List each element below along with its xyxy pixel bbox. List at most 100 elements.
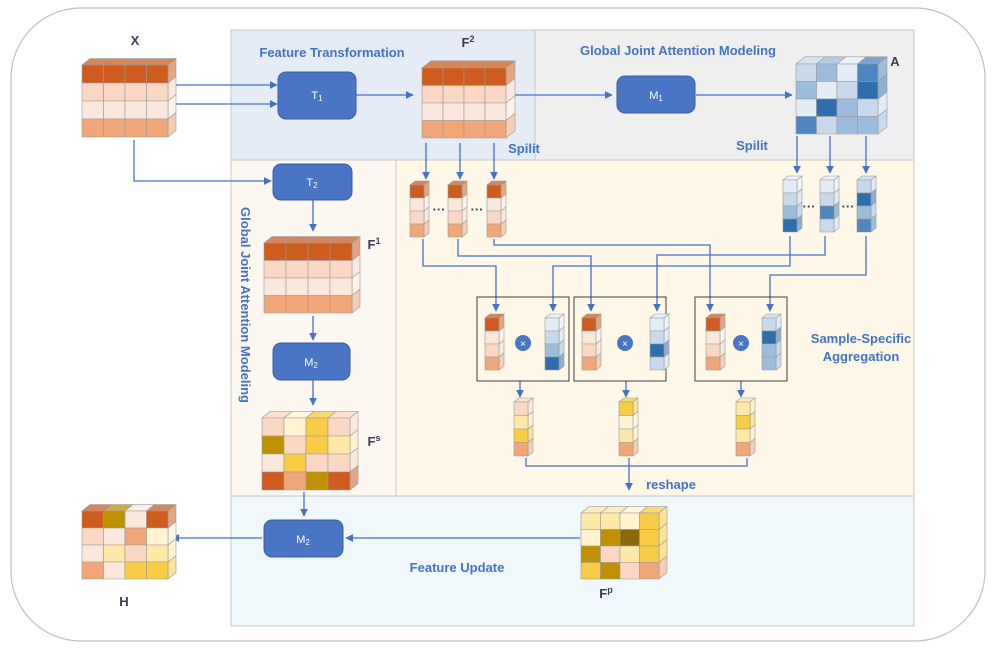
- tensor-fp-cell: [639, 545, 660, 563]
- tensor-h-cell: [146, 561, 169, 580]
- tensor-h-cell: [81, 544, 104, 563]
- out-col-2-cell: [618, 442, 634, 457]
- agg3-blue-cell: [761, 330, 777, 345]
- tensor-f2-cell: [421, 67, 444, 86]
- tensor-h-cell: [124, 544, 147, 563]
- module-t2: T2: [272, 163, 353, 201]
- split-col-o3-cell: [486, 197, 502, 212]
- tensor-h-cell: [124, 561, 147, 580]
- agg2-blue-cell: [649, 356, 665, 371]
- split-col-b1-cell: [782, 179, 798, 194]
- split-col-b1-cell: [782, 192, 798, 207]
- svg-text:T1: T1: [311, 90, 323, 103]
- agg3-blue-cell: [761, 356, 777, 371]
- tensor-x-cell: [124, 100, 147, 120]
- out-col-3-cell: [735, 415, 751, 430]
- split-col-o3-cell: [486, 223, 502, 238]
- tensor-a-cell: [816, 81, 838, 100]
- tensor-fp-cell: [580, 529, 601, 547]
- svg-text:M1: M1: [649, 90, 663, 103]
- agg2-blue-cell: [649, 343, 665, 358]
- tensor-f1-label: F1: [368, 236, 381, 252]
- tensor-a-cell: [795, 81, 817, 100]
- tensor-fp-cell: [580, 562, 601, 580]
- tensor-fp-sup: p: [607, 585, 613, 595]
- tensor-fp-cell: [600, 529, 621, 547]
- multiply-symbol-1: ×: [520, 339, 526, 350]
- split-col-b3-cell: [856, 192, 872, 207]
- ellipsis-4: ···: [842, 199, 855, 214]
- split-left-label: Spilit: [508, 141, 540, 156]
- tensor-f1-cell: [329, 277, 353, 296]
- tensor-f2-cell: [484, 120, 507, 139]
- aggregation-group-3: [694, 296, 788, 382]
- tensor-f1-cell: [285, 242, 309, 261]
- sample-specific-title-line1: Sample-Specific: [811, 331, 911, 346]
- global-attention-top-title: Global Joint Attention Modeling: [580, 43, 776, 58]
- tensor-h-cell: [124, 510, 147, 529]
- module-m2-side: M2: [272, 342, 351, 381]
- tensor-x-cell: [146, 64, 169, 84]
- tensor-a-cell: [857, 81, 879, 100]
- agg1-orange-cell: [484, 330, 500, 345]
- svg-text:M2: M2: [296, 534, 310, 547]
- tensor-fp-label: Fp: [599, 585, 613, 601]
- split-col-b1-cell: [782, 205, 798, 220]
- multiply-2: ×: [617, 335, 633, 351]
- out-col-2-cell: [618, 415, 634, 430]
- tensor-fp-cell: [619, 512, 640, 530]
- tensor-fs-cell: [261, 417, 285, 437]
- tensor-f1-cell: [307, 242, 331, 261]
- agg1-blue-cell: [544, 330, 560, 345]
- tensor-f1-cell: [329, 260, 353, 279]
- tensor-a-cell: [836, 98, 858, 117]
- agg2-orange-cell: [581, 343, 597, 358]
- tensor-f2-cell: [484, 85, 507, 104]
- tensor-fs-cell: [283, 417, 307, 437]
- agg3-blue-cell: [761, 317, 777, 332]
- tensor-fp-cell: [639, 529, 660, 547]
- tensor-fs-cell: [283, 453, 307, 473]
- tensor-a-cell: [836, 63, 858, 82]
- ellipsis-2: ···: [471, 202, 484, 217]
- tensor-a-cell: [795, 63, 817, 82]
- feature-transformation-title: Feature Transformation: [259, 45, 404, 60]
- tensor-f1-cell: [307, 277, 331, 296]
- tensor-h-cell: [81, 527, 104, 546]
- tensor-fs-cell: [261, 435, 285, 455]
- tensor-a-cell: [836, 81, 858, 100]
- split-col-o3-cell: [486, 210, 502, 225]
- agg2-orange-cell: [581, 356, 597, 371]
- split-col-o3-cell: [486, 184, 502, 199]
- tensor-a-cell: [816, 98, 838, 117]
- tensor-f2-cell: [442, 67, 465, 86]
- module-m1-sub: 1: [658, 94, 663, 103]
- tensor-h-cell: [124, 527, 147, 546]
- tensor-fs-base: F: [368, 434, 376, 449]
- ellipsis-1: ···: [433, 202, 446, 217]
- tensor-h-cell: [81, 561, 104, 580]
- agg1-blue-cell: [544, 356, 560, 371]
- tensor-fs-label: Fs: [368, 433, 381, 449]
- multiply-1: ×: [515, 335, 531, 351]
- tensor-f2-cell: [484, 102, 507, 121]
- agg3-blue-cell: [761, 343, 777, 358]
- feature-update-title: Feature Update: [410, 560, 505, 575]
- out-col-1-cell: [513, 415, 529, 430]
- module-m1: M1: [616, 75, 696, 114]
- split-col-b3-cell: [856, 179, 872, 194]
- tensor-f1-cell: [285, 260, 309, 279]
- module-m2-side-sub: 2: [313, 361, 318, 370]
- tensor-fs-cell: [327, 417, 351, 437]
- split-col-b2-cell: [819, 205, 835, 220]
- tensor-fp-cell: [619, 529, 640, 547]
- agg1-orange-cell: [484, 317, 500, 332]
- tensor-f1-cell: [263, 295, 287, 314]
- tensor-a-cell: [857, 63, 879, 82]
- tensor-fp-cell: [600, 512, 621, 530]
- reshape-label: reshape: [646, 477, 696, 492]
- tensor-a-cell: [857, 116, 879, 135]
- tensor-fs-cell: [283, 435, 307, 455]
- tensor-fp-cell: [580, 512, 601, 530]
- split-col-o2-cell: [447, 210, 463, 225]
